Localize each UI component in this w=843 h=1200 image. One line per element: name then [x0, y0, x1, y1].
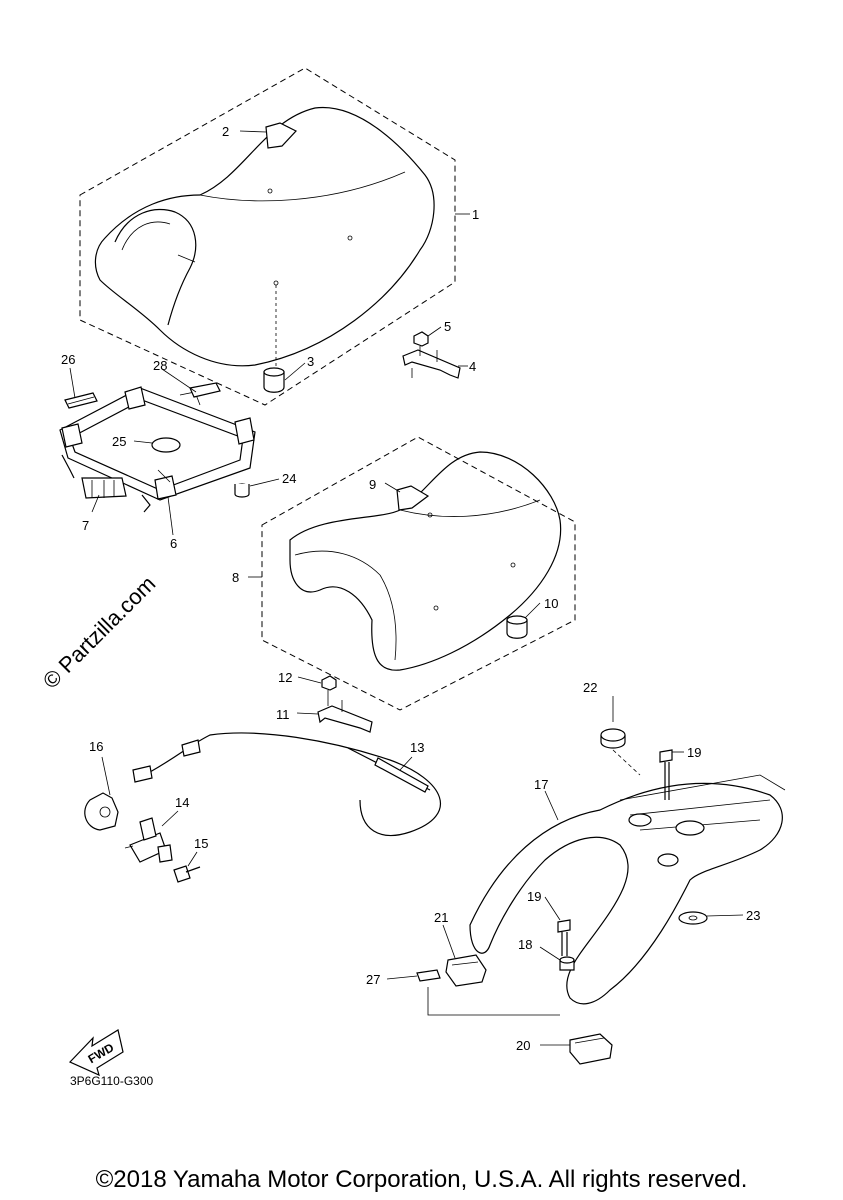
- callout-2: 2: [222, 124, 229, 139]
- bolt-part-19b: [557, 919, 571, 956]
- callout-24: 24: [282, 471, 296, 486]
- cover-part-21: [445, 954, 487, 987]
- grommet-part-24: [234, 483, 250, 498]
- seat-frame-part-6[interactable]: [59, 386, 256, 513]
- seat-lock-cable-part-13: [132, 732, 441, 836]
- callout-16: 16: [89, 739, 103, 754]
- callout-23: 23: [746, 908, 760, 923]
- lever-part-16: [84, 792, 119, 831]
- leader-lines: [69, 130, 744, 1046]
- callout-20: 20: [516, 1038, 530, 1053]
- bracket-part-11: [317, 675, 373, 733]
- lock-part-7: [81, 477, 127, 499]
- callout-28: 28: [153, 358, 167, 373]
- callout-14: 14: [175, 795, 189, 810]
- callout-1: 1: [472, 207, 479, 222]
- fwd-arrow-icon: FWD: [68, 1029, 124, 1077]
- collar-part-18: [559, 956, 575, 971]
- label-part-27: [416, 969, 560, 1016]
- callout-15: 15: [194, 836, 208, 851]
- callout-25: 25: [112, 434, 126, 449]
- tag-part-9: [396, 485, 430, 511]
- damper-part-10: [506, 615, 528, 639]
- callout-17: 17: [534, 777, 548, 792]
- washer-part-23: [678, 911, 708, 925]
- callout-11: 11: [276, 707, 290, 722]
- callout-10: 10: [544, 596, 558, 611]
- rider-seat[interactable]: [79, 67, 456, 406]
- label-part-28: [189, 382, 221, 398]
- callout-19b: 19: [527, 889, 541, 904]
- damper-part-3: [263, 367, 285, 393]
- callout-26: 26: [61, 352, 75, 367]
- callout-6: 6: [170, 536, 177, 551]
- callout-numbers: 2 1 3 5 4 26 28 25 24 7 6 9 8 10 12 11 1…: [61, 124, 760, 1053]
- callout-4: 4: [469, 359, 476, 374]
- callout-3: 3: [307, 354, 314, 369]
- callout-12: 12: [278, 670, 292, 685]
- bolt-part-19a: [659, 749, 673, 800]
- callout-27: 27: [366, 972, 380, 987]
- callout-8: 8: [232, 570, 239, 585]
- grab-bar-part-17[interactable]: [469, 774, 786, 1005]
- pad-part-20: [569, 1033, 613, 1065]
- callout-5: 5: [444, 319, 451, 334]
- tag-part-2: [265, 122, 297, 149]
- rubber-part-22: [600, 728, 641, 776]
- copyright-notice: ©2018 Yamaha Motor Corporation, U.S.A. A…: [95, 1166, 748, 1193]
- callout-9: 9: [369, 477, 376, 492]
- diagram-code: 3P6G110-G300: [70, 1074, 153, 1088]
- callout-7: 7: [82, 518, 89, 533]
- callout-19a: 19: [687, 745, 701, 760]
- callout-22: 22: [583, 680, 597, 695]
- callout-18: 18: [518, 937, 532, 952]
- bolt-part-15: [173, 865, 201, 883]
- lock-assy-part-14: [124, 817, 173, 863]
- label-part-26: [64, 392, 98, 409]
- callout-13: 13: [410, 740, 424, 755]
- partzilla-watermark: © Partzilla.com: [38, 571, 161, 694]
- passenger-seat[interactable]: [261, 436, 576, 711]
- callout-21: 21: [434, 910, 448, 925]
- seat-lock-bracket-part-4: [402, 331, 461, 379]
